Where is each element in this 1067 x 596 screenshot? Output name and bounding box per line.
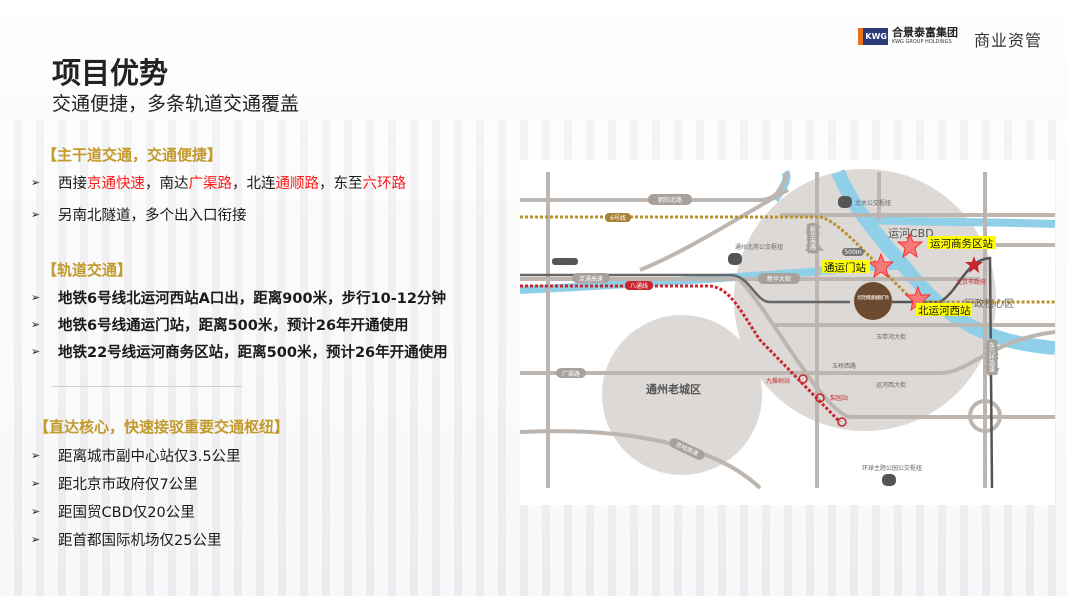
metro-line-batong bbox=[520, 284, 842, 424]
text: 另南北隧道，多个出入口衔接 bbox=[58, 208, 247, 224]
old-town-zone bbox=[602, 315, 762, 475]
road-label: 新华大街 bbox=[767, 275, 791, 283]
logo-english-name: KWG GROUP HOLDINGS bbox=[892, 39, 952, 45]
gov-star-icon bbox=[965, 256, 983, 273]
bullet-hub-3: ➢ 距国贸CBD仅20公里 bbox=[31, 501, 195, 522]
road-label: 新华南路 bbox=[809, 225, 816, 251]
river-main bbox=[831, 169, 1056, 355]
bus-icon bbox=[838, 196, 852, 208]
road-highlight: 京通快速 bbox=[87, 176, 145, 192]
station-label-tongyunmen: 通运门站 bbox=[824, 261, 866, 274]
bullet-rail-2: ➢ 地铁6号线通运门站，距离500米，预计26年开通使用 bbox=[31, 314, 409, 335]
distance-label: 500m bbox=[844, 249, 861, 256]
arrow-bullet-icon: ➢ bbox=[31, 345, 41, 358]
station-label: 九棵树站 bbox=[766, 377, 790, 385]
station-label: 梨园站 bbox=[830, 394, 848, 402]
bullet-hub-1: ➢ 距离城市副中心站仅3.5公里 bbox=[31, 445, 241, 466]
road-highlight: 广渠路 bbox=[188, 176, 233, 192]
text: 地铁6号线通运门站，距离500米，预计26年开通使用 bbox=[58, 318, 409, 334]
department-label: 商业资管 bbox=[974, 31, 1043, 50]
section-heading-roads: 【主干道交通，交通便捷】 bbox=[42, 146, 223, 164]
text: 距离城市副中心站仅3.5公里 bbox=[58, 449, 241, 465]
bullet-roads: ➢ 西接京通快速，南达广渠路，北连通顺路，东至六环路 bbox=[31, 172, 406, 193]
bus-hub-label: 通州北苑公交枢纽 bbox=[735, 243, 783, 251]
metro-station-icon bbox=[798, 374, 808, 384]
star-icon bbox=[867, 252, 895, 279]
page-subtitle: 交通便捷，多条轨道交通覆盖 bbox=[52, 93, 300, 115]
line-label: 八通线 bbox=[630, 282, 648, 290]
bullet-rail-1: ➢ 地铁6号线北运河西站A口出，距离900米，步行10-12分钟 bbox=[31, 287, 446, 308]
road-highlight: 通顺路 bbox=[275, 176, 320, 192]
admin-core-label: 行政核心区 bbox=[964, 297, 1014, 310]
text: 距首都国际机场仅25公里 bbox=[58, 533, 222, 549]
star-icon bbox=[896, 232, 924, 259]
text: 距国贸CBD仅20公里 bbox=[58, 505, 195, 521]
road-label: 东六环高速 bbox=[988, 341, 995, 373]
section-heading-rail: 【轨道交通】 bbox=[42, 261, 133, 279]
bullet-tunnel: ➢ 另南北隧道，多个出入口衔接 bbox=[31, 204, 247, 225]
line-22 bbox=[892, 256, 994, 489]
text: ，北连 bbox=[232, 176, 276, 192]
old-town-label: 通州老城区 bbox=[646, 382, 701, 396]
jingtong-highway bbox=[520, 273, 850, 304]
road-highlight: 六环路 bbox=[362, 176, 407, 192]
project-label: 北京合景国际金融广场 bbox=[857, 294, 890, 301]
roads bbox=[519, 171, 1056, 490]
bullet-hub-2: ➢ 距北京市政府仅7公里 bbox=[31, 473, 198, 494]
arrow-bullet-icon: ➢ bbox=[31, 477, 41, 490]
kwg-logo-mark: KWG bbox=[858, 27, 888, 45]
text: ，南达 bbox=[145, 176, 189, 192]
bus-icon bbox=[728, 253, 742, 265]
text: 地铁22号线运河商务区站，距离500米，预计26年开通使用 bbox=[58, 345, 448, 361]
location-map: 朝阳北路 6号线 京通高速 八通线 新华大街 广渠路 京哈高速 500m 新华南… bbox=[519, 160, 1056, 505]
company-logo: KWG 合景泰富集团 KWG GROUP HOLDINGS bbox=[858, 27, 958, 45]
divider bbox=[52, 386, 242, 387]
text: 距北京市政府仅7公里 bbox=[58, 477, 198, 493]
project-marker bbox=[854, 282, 892, 320]
page-title: 项目优势 bbox=[52, 56, 169, 90]
street-label: 运河西大街 bbox=[876, 381, 906, 389]
car-icon bbox=[552, 258, 578, 265]
section-heading-hubs: 【直达核心，快速接驳重要交通枢纽】 bbox=[34, 418, 290, 436]
bus-hub-label: 北关公交枢纽 bbox=[855, 199, 891, 207]
road-label: 广渠路 bbox=[562, 370, 580, 378]
bus-icon bbox=[882, 474, 896, 486]
street-label: 玉桥西路 bbox=[832, 362, 856, 370]
street-label: 玉带河大街 bbox=[876, 333, 906, 341]
station-label-beiyunhexi: 北运河西站 bbox=[918, 304, 971, 317]
text: 西接 bbox=[58, 176, 87, 192]
arrow-bullet-icon: ➢ bbox=[31, 533, 41, 546]
cbd-label: 运河CBD bbox=[888, 227, 934, 240]
bus-hub-label: 环球主题公园公交枢纽 bbox=[862, 464, 922, 472]
arrow-bullet-icon: ➢ bbox=[31, 449, 41, 462]
text: ，东至 bbox=[319, 176, 363, 192]
line-label: 6号线 bbox=[610, 214, 626, 222]
road-label: 朝阳北路 bbox=[658, 196, 682, 204]
station-label-business-district: 运河商务区站 bbox=[930, 237, 993, 250]
river-branch bbox=[864, 216, 1056, 228]
arrow-bullet-icon: ➢ bbox=[31, 318, 41, 331]
arrow-bullet-icon: ➢ bbox=[31, 176, 41, 189]
logo-chinese-name: 合景泰富集团 bbox=[892, 26, 958, 39]
arrow-bullet-icon: ➢ bbox=[31, 505, 41, 518]
bullet-hub-4: ➢ 距首都国际机场仅25公里 bbox=[31, 529, 221, 550]
text: 地铁6号线北运河西站A口出，距离900米，步行10-12分钟 bbox=[58, 291, 446, 307]
arrow-bullet-icon: ➢ bbox=[31, 208, 41, 221]
metro-station-icon bbox=[815, 393, 825, 403]
road-label: 京通高速 bbox=[579, 275, 603, 283]
arrow-bullet-icon: ➢ bbox=[31, 291, 41, 304]
bullet-rail-3: ➢ 地铁22号线运河商务区站，距离500米，预计26年开通使用 bbox=[31, 341, 448, 362]
metro-station-icon bbox=[837, 417, 847, 427]
gov-label: 北京市政府 bbox=[956, 278, 986, 286]
